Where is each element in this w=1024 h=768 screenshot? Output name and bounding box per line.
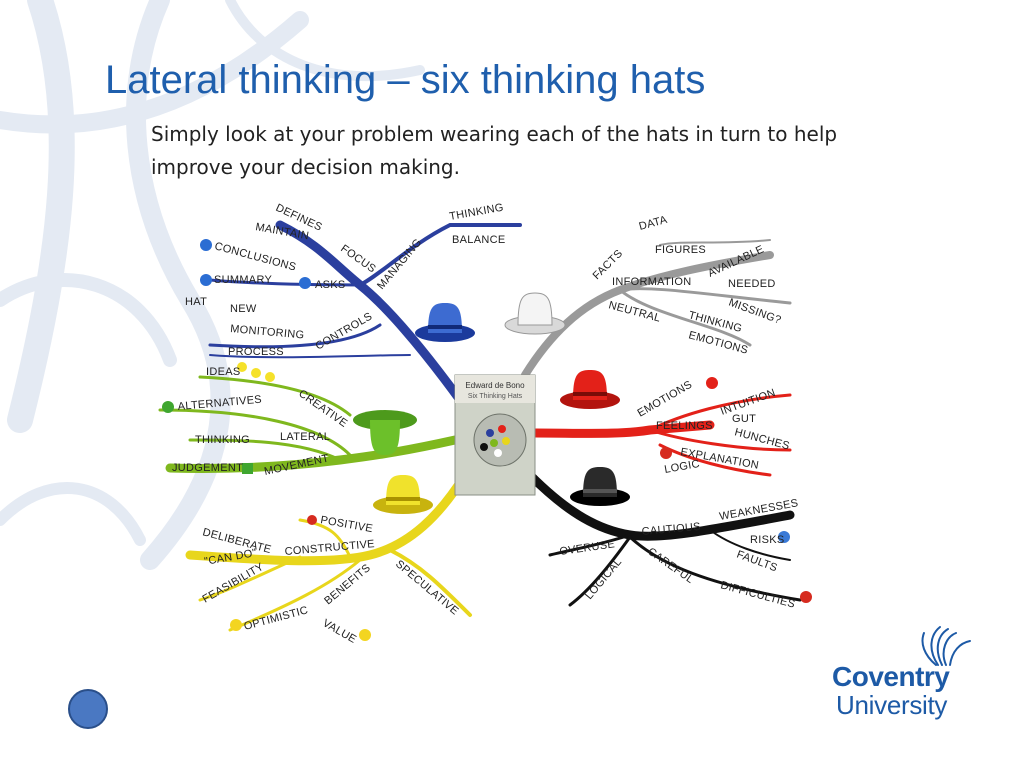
label-thinking-green: THINKING [195, 434, 250, 446]
label-neutral: NEUTRAL [607, 299, 662, 324]
black-sub [568, 535, 632, 607]
green-sub [158, 408, 352, 457]
yellow-hat-icon [373, 475, 433, 514]
label-risks: RISKS [750, 534, 785, 546]
label-thinking: THINKING [448, 202, 504, 223]
label-difficulties: DIFFICULTIES [719, 579, 796, 610]
blue-sub [208, 323, 382, 349]
label-balance: BALANCE [452, 234, 505, 246]
black-sub [548, 533, 632, 557]
blue-sub [358, 223, 522, 287]
white-sub [618, 288, 752, 347]
white-sub [659, 239, 771, 246]
positive-plus-icon [307, 515, 317, 525]
label-summary: SUMMARY [214, 274, 272, 286]
question-icon [200, 239, 212, 251]
lightbulb-icon [265, 372, 275, 382]
label-judgement: JUDGEMENT [172, 462, 243, 474]
label-figures: FIGURES [655, 244, 706, 256]
label-process: PROCESS [228, 346, 284, 358]
lightbulb-icon [237, 362, 247, 372]
lightbulb-icon [251, 368, 261, 378]
label-gut: GUT [732, 413, 756, 425]
label-can-do: "CAN DO" [203, 547, 257, 568]
green-hat-icon [353, 410, 417, 455]
label-data: DATA [638, 214, 669, 233]
help-icon [778, 531, 790, 543]
label-logical: LOGICAL [583, 556, 624, 602]
label-managing: MANAGING [375, 236, 424, 291]
label-lateral: LATERAL [280, 431, 330, 443]
yellow-sub [388, 548, 472, 617]
smiley-icon [230, 619, 242, 631]
judgement-check-icon [242, 463, 253, 474]
green-sub [188, 438, 342, 462]
label-emotions: EMOTIONS [636, 379, 695, 420]
label-speculative: SPECULATIVE [393, 558, 461, 618]
blue-sub [208, 278, 362, 287]
red-sub [648, 393, 792, 432]
white-sub [618, 287, 792, 305]
six-thinking-hats-mind-map: Edward de Bono Six Thinking Hats [158, 202, 812, 646]
label-feasibility: FEASIBILITY [201, 561, 267, 606]
label-asks: ASKS [315, 279, 346, 291]
white-hat-icon [504, 292, 566, 335]
no-entry-icon [660, 447, 672, 459]
label-conclusions: CONCLUSIONS [213, 240, 297, 273]
stop-icon [800, 591, 812, 603]
label-monitoring: MONITORING [230, 323, 305, 341]
label-alternatives: ALTERNATIVES [177, 394, 262, 413]
label-movement: MOVEMENT [263, 452, 330, 477]
label-information: INFORMATION [612, 276, 691, 288]
label-new: NEW [230, 303, 257, 315]
label-careful: CAREFUL [645, 546, 696, 586]
yellow-sub [228, 558, 362, 632]
black-sub [709, 529, 791, 561]
blue-sub [209, 354, 411, 359]
heart-icon [706, 377, 718, 389]
black-sub [628, 535, 802, 602]
green-sub [198, 375, 352, 417]
label-cautious: CAUTIOUS [641, 521, 701, 538]
summary-icon [200, 274, 212, 286]
red-hat-icon [560, 370, 620, 409]
slide-nav-button[interactable] [68, 689, 108, 729]
label-hat: HAT [185, 296, 207, 308]
slide-subtitle: Simply look at your problem wearing each… [151, 122, 838, 179]
red-sub [648, 428, 792, 452]
logo-name: Coventry [832, 661, 950, 692]
book-title: Six Thinking Hats [468, 393, 523, 400]
green-branch [165, 435, 460, 473]
label-ideas: IDEAS [206, 366, 241, 378]
book-author: Edward de Bono [465, 381, 525, 390]
label-feelings: FEELINGS [656, 420, 713, 432]
star-icon [359, 629, 371, 641]
coventry-university-logo [921, 626, 971, 666]
label-value: VALUE [321, 617, 359, 646]
label-overuse: OVERUSE [559, 538, 616, 558]
yellow-sub [198, 555, 302, 602]
label-logic: LOGIC [663, 458, 700, 476]
label-positive: POSITIVE [319, 514, 373, 535]
logo-subtitle: University [836, 690, 948, 720]
alternatives-icon [162, 401, 174, 413]
book-cover: Edward de Bono Six Thinking Hats [454, 374, 536, 496]
red-branch [530, 420, 715, 438]
blue-hat-icon [415, 303, 475, 342]
label-needed: NEEDED [728, 278, 776, 290]
yellow-branch [185, 470, 470, 566]
black-hat-icon [570, 467, 630, 506]
slide-title: Lateral thinking – six thinking hats [105, 58, 706, 102]
asks-icon [299, 277, 311, 289]
